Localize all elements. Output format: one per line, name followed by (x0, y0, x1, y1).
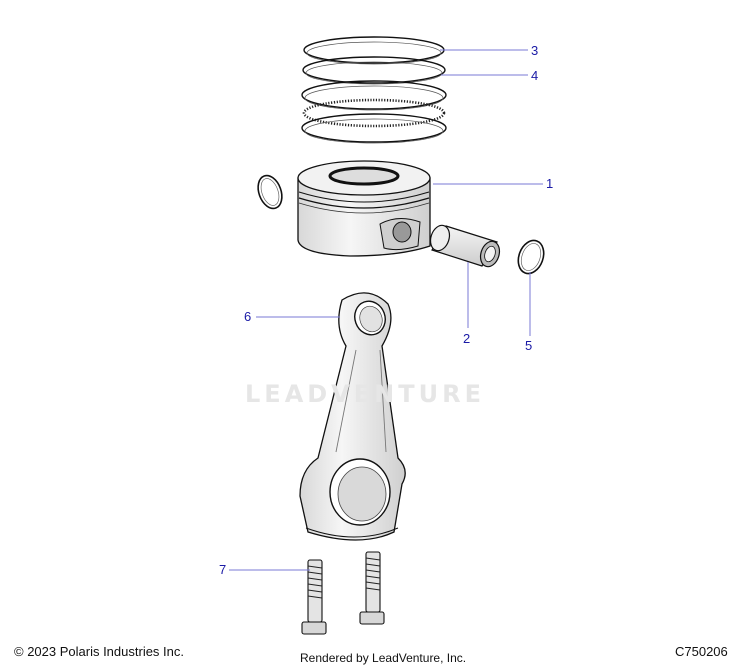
connecting-rod[interactable] (299, 292, 406, 541)
rod-bolt-right[interactable] (359, 551, 385, 625)
leader-lines (229, 49, 543, 571)
watermark: LEADVENTURE (245, 380, 485, 408)
piston-pin[interactable] (427, 223, 502, 269)
copyright-text: © 2023 Polaris Industries Inc. (14, 644, 184, 659)
callout-5[interactable]: 5 (525, 338, 533, 353)
pin-retainer-left[interactable] (254, 172, 286, 211)
callout-7[interactable]: 7 (219, 562, 227, 577)
ring-oil-expander[interactable] (302, 98, 446, 128)
callout-6[interactable]: 6 (244, 309, 252, 324)
ring-oil-rail[interactable] (301, 80, 447, 110)
rod-bolt-left[interactable] (301, 559, 327, 635)
piston-rings (301, 36, 447, 144)
callout-1[interactable]: 1 (546, 176, 554, 191)
callout-4[interactable]: 4 (531, 68, 539, 83)
callout-2[interactable]: 2 (463, 331, 471, 346)
callout-3[interactable]: 3 (531, 43, 539, 58)
ring-oil-lower[interactable] (301, 113, 447, 143)
piston[interactable] (297, 160, 431, 257)
rendered-by-text: Rendered by LeadVenture, Inc. (300, 651, 467, 665)
ring-second[interactable] (302, 56, 446, 84)
pin-retainer-right[interactable] (514, 237, 548, 277)
diagram-code: C750206 (675, 644, 728, 659)
ring-top[interactable] (303, 36, 445, 64)
